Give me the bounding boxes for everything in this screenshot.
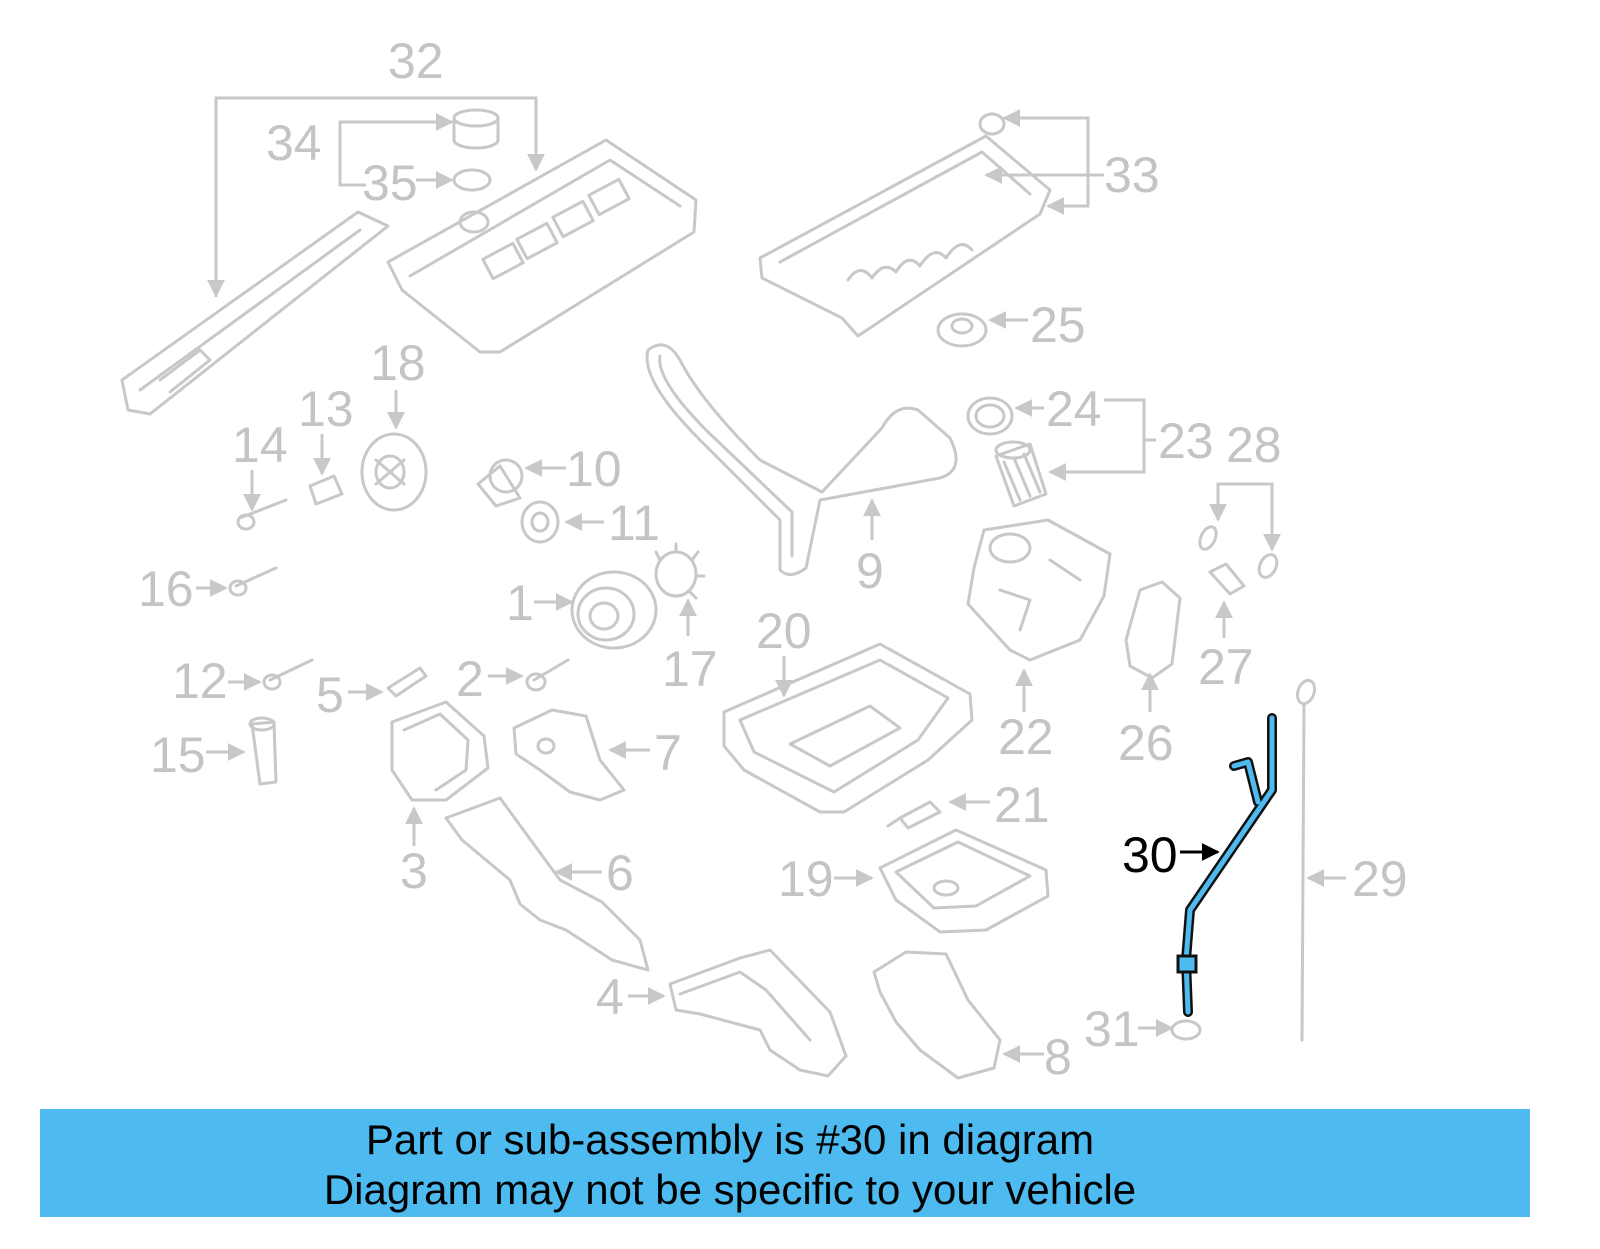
- leader-23: [1104, 398, 1156, 442]
- callout-33: 33: [1104, 147, 1160, 203]
- callout-18: 18: [370, 335, 426, 391]
- part-5-clip: [386, 666, 428, 698]
- callout-12: 12: [172, 653, 228, 709]
- callout-6: 6: [606, 845, 634, 901]
- callout-30-highlighted[interactable]: 30: [1122, 827, 1178, 883]
- leader-33b: [1046, 175, 1090, 215]
- callout-11: 11: [608, 495, 660, 551]
- part-22-oil-pump-housing: [966, 518, 1112, 662]
- part-1-crank-pulley: [570, 570, 658, 650]
- leader-28b: [1244, 482, 1281, 552]
- callout-19: 19: [778, 851, 834, 907]
- callout-15: 15: [150, 727, 206, 783]
- leader-32: [207, 96, 545, 298]
- callout-8: 8: [1044, 1029, 1072, 1085]
- part-28-orings: [1198, 525, 1279, 579]
- part-26-gasket: [1124, 580, 1182, 680]
- callout-7: 7: [654, 725, 682, 781]
- callout-9: 9: [856, 543, 884, 599]
- callout-3: 3: [400, 843, 428, 899]
- part-timing-cover-strip: [120, 210, 390, 416]
- callout-24: 24: [1046, 381, 1102, 437]
- callout-27: 27: [1198, 639, 1254, 695]
- part-3-cover: [390, 700, 490, 802]
- callout-14: 14: [232, 417, 288, 473]
- callout-labels: 32 34 35 33 25 18 13 14 10 11 24 23 28 9…: [138, 33, 1408, 1085]
- part-15-sleeve: [248, 716, 278, 786]
- callout-31: 31: [1084, 1001, 1140, 1057]
- leader-34b: [338, 143, 366, 187]
- part-timing-belt: [645, 343, 958, 576]
- callout-2: 2: [456, 651, 484, 707]
- banner-line-part-number: Part or sub-assembly is #30 in diagram: [365, 1116, 1095, 1163]
- part-24-seal: [966, 396, 1014, 436]
- callout-35: 35: [362, 155, 418, 211]
- part-16-bolt: [228, 566, 278, 597]
- part-30-dipstick-tube-highlighted[interactable]: [1176, 713, 1277, 1017]
- part-27-sleeve: [1208, 562, 1246, 596]
- part-18-pulley: [360, 432, 428, 512]
- part-oil-cap: [452, 108, 500, 150]
- callout-23: 23: [1158, 413, 1214, 469]
- part-23-oil-filter: [994, 440, 1048, 508]
- callout-13: 13: [298, 381, 354, 437]
- leader-23b: [1048, 440, 1146, 481]
- callout-25: 25: [1030, 297, 1086, 353]
- callout-29: 29: [1352, 851, 1408, 907]
- callout-10: 10: [566, 441, 622, 497]
- part-29-dipstick: [1295, 678, 1317, 1042]
- leader-33: [1002, 109, 1104, 177]
- callout-20: 20: [756, 603, 812, 659]
- part-2-bolt: [525, 658, 570, 692]
- part-valve-cover-gasket: [758, 112, 1052, 338]
- callout-34: 34: [266, 115, 322, 171]
- part-17-sprocket: [654, 542, 706, 600]
- callout-26: 26: [1118, 715, 1174, 771]
- banner-line-disclaimer: Diagram may not be specific to your vehi…: [323, 1166, 1137, 1213]
- part-4-cover: [668, 948, 848, 1078]
- part-19-lower-oil-pan: [878, 828, 1050, 934]
- info-banner: Part or sub-assembly is #30 in diagram D…: [40, 1109, 1530, 1217]
- callout-28: 28: [1226, 417, 1282, 473]
- part-10-tensioner: [476, 458, 524, 508]
- part-8-cover: [872, 950, 1002, 1080]
- callout-17: 17: [662, 641, 718, 697]
- part-14-bolt: [236, 498, 288, 531]
- part-11-idler: [520, 500, 560, 544]
- part-25-grommet: [936, 312, 988, 348]
- callout-4: 4: [596, 969, 624, 1025]
- callout-5: 5: [316, 667, 344, 723]
- part-7-cover: [512, 708, 626, 802]
- callout-22: 22: [998, 709, 1054, 765]
- callout-16: 16: [138, 561, 194, 617]
- part-13-sleeve: [308, 474, 344, 506]
- part-valve-cover: [386, 138, 698, 354]
- leader-28: [1209, 482, 1244, 522]
- part-31-oring: [1170, 1019, 1202, 1041]
- part-21-sensor: [886, 800, 942, 830]
- callout-32: 32: [388, 33, 444, 89]
- part-12-bolt: [262, 658, 314, 691]
- callout-21: 21: [994, 777, 1050, 833]
- part-20-upper-oil-pan: [722, 642, 974, 814]
- part-seal-ring-35: [452, 168, 492, 192]
- callout-1: 1: [506, 575, 534, 631]
- leader-34: [338, 113, 454, 143]
